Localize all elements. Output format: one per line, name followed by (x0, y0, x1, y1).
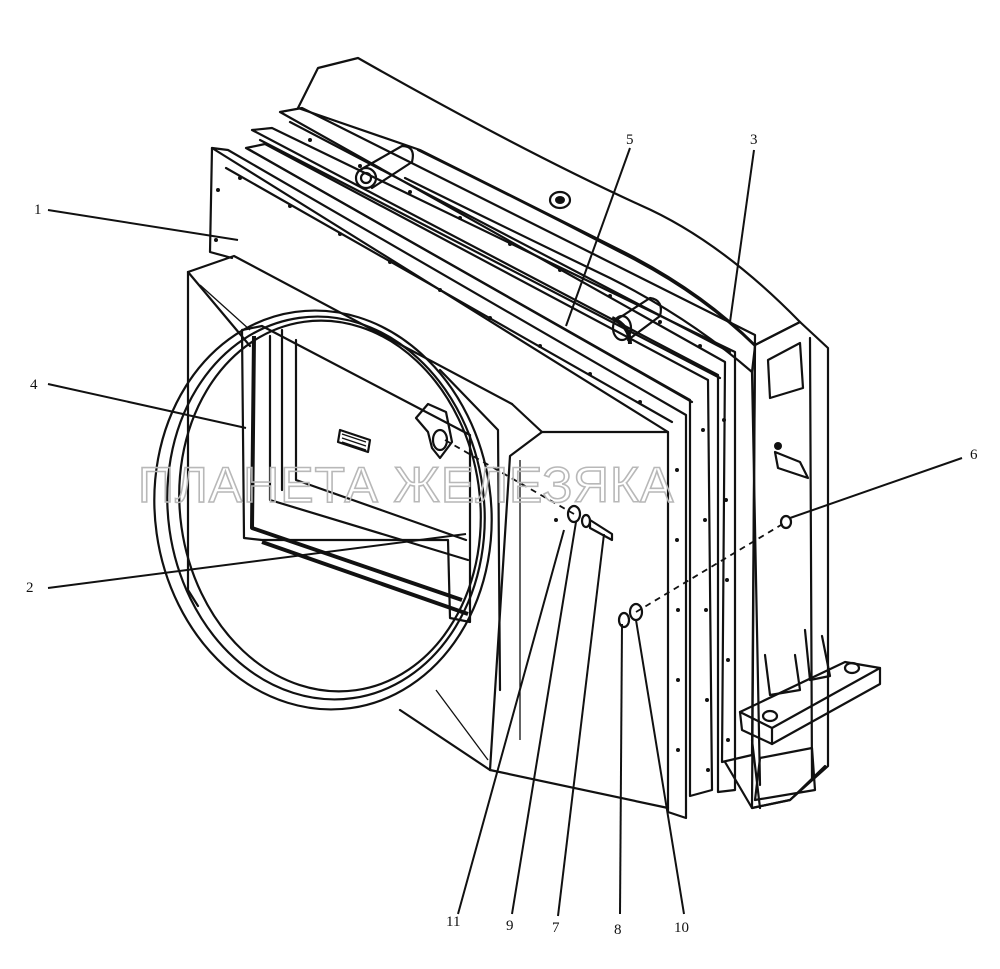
callout-1: 1 (34, 202, 42, 218)
callout-7: 7 (552, 920, 560, 936)
fan-shroud (186, 146, 688, 820)
callout-2: 2 (26, 580, 34, 596)
callout-9: 9 (506, 918, 514, 934)
leader-lines (47, 147, 963, 917)
fan-ring (153, 309, 502, 711)
callout-11: 11 (446, 914, 460, 930)
callout-labels: 1 2 3 4 5 6 7 8 9 10 11 (26, 132, 978, 938)
callout-3: 3 (750, 132, 758, 148)
frame-plates (244, 106, 757, 798)
callout-10: 10 (674, 920, 689, 936)
assembly-axes (444, 439, 787, 613)
inner-frame (240, 324, 472, 624)
watermark: ПЛАНЕТА ЖЕЛЕЗЯКА (138, 457, 674, 513)
callout-4: 4 (30, 377, 38, 393)
callout-8: 8 (614, 922, 622, 938)
callout-6: 6 (970, 447, 978, 463)
clip-bracket (414, 402, 454, 460)
callout-5: 5 (626, 132, 634, 148)
